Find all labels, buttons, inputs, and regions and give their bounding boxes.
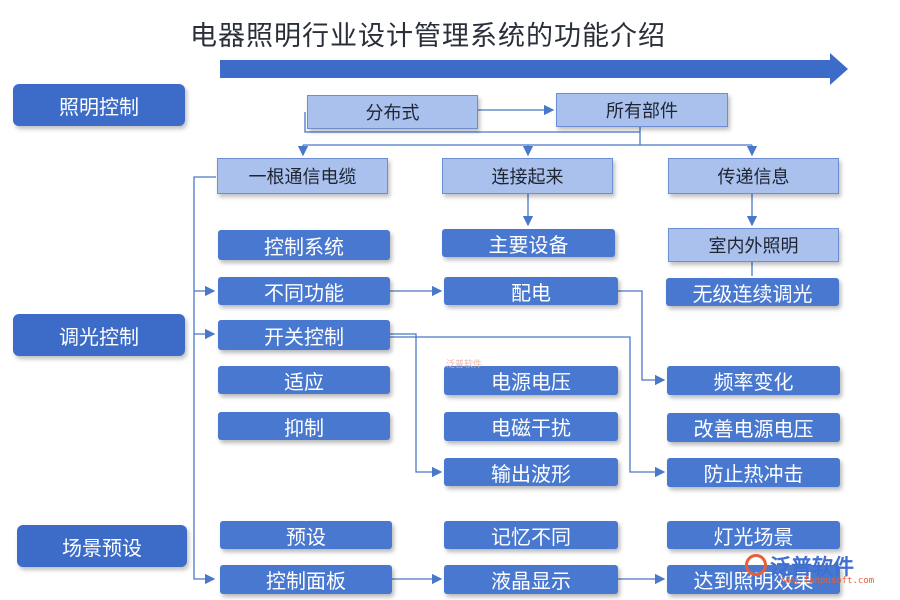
watermark-brand: 泛普软件 — [770, 555, 854, 579]
page-title: 电器照明行业设计管理系统的功能介绍 — [190, 21, 666, 52]
header-arrow-bar — [220, 60, 830, 78]
node-different-functions: 不同功能 — [218, 277, 390, 305]
node-preset: 预设 — [220, 521, 392, 549]
node-prevent-thermal-shock: 防止热冲击 — [667, 458, 840, 487]
node-main-equipment: 主要设备 — [442, 229, 615, 257]
section-scene-preset: 场景预设 — [17, 525, 187, 567]
node-control-panel: 控制面板 — [220, 565, 392, 594]
watermark-center: 泛普软件 — [446, 360, 483, 370]
node-transfer-info: 传递信息 — [668, 158, 839, 194]
node-communication-cable: 一根通信电缆 — [217, 158, 388, 194]
node-distributed: 分布式 — [307, 95, 478, 129]
node-all-parts: 所有部件 — [556, 93, 728, 127]
node-light-scene: 灯光场景 — [667, 521, 840, 549]
node-power-distribution: 配电 — [444, 277, 618, 305]
node-suppress: 抑制 — [218, 412, 390, 440]
node-indoor-outdoor-lighting: 室内外照明 — [668, 228, 839, 262]
node-emi: 电磁干扰 — [444, 412, 618, 441]
node-output-waveform: 输出波形 — [444, 458, 618, 486]
section-dimming-control: 调光控制 — [13, 314, 185, 356]
watermark-logo-icon — [745, 554, 767, 576]
node-memory-different: 记忆不同 — [444, 521, 618, 549]
node-control-system: 控制系统 — [218, 230, 390, 260]
node-adapt: 适应 — [218, 366, 390, 394]
node-frequency-change: 频率变化 — [667, 366, 840, 395]
watermark-url: www.fanpusoft.com — [782, 576, 875, 586]
node-connect: 连接起来 — [442, 158, 613, 194]
node-lcd-display: 液晶显示 — [444, 565, 618, 594]
header-arrow-head — [830, 53, 848, 85]
node-improve-voltage: 改善电源电压 — [667, 413, 840, 442]
node-switch-control: 开关控制 — [218, 320, 390, 350]
node-power-voltage: 电源电压 — [444, 366, 618, 395]
section-lighting-control: 照明控制 — [13, 84, 185, 126]
node-stepless-dimming: 无级连续调光 — [666, 278, 839, 306]
